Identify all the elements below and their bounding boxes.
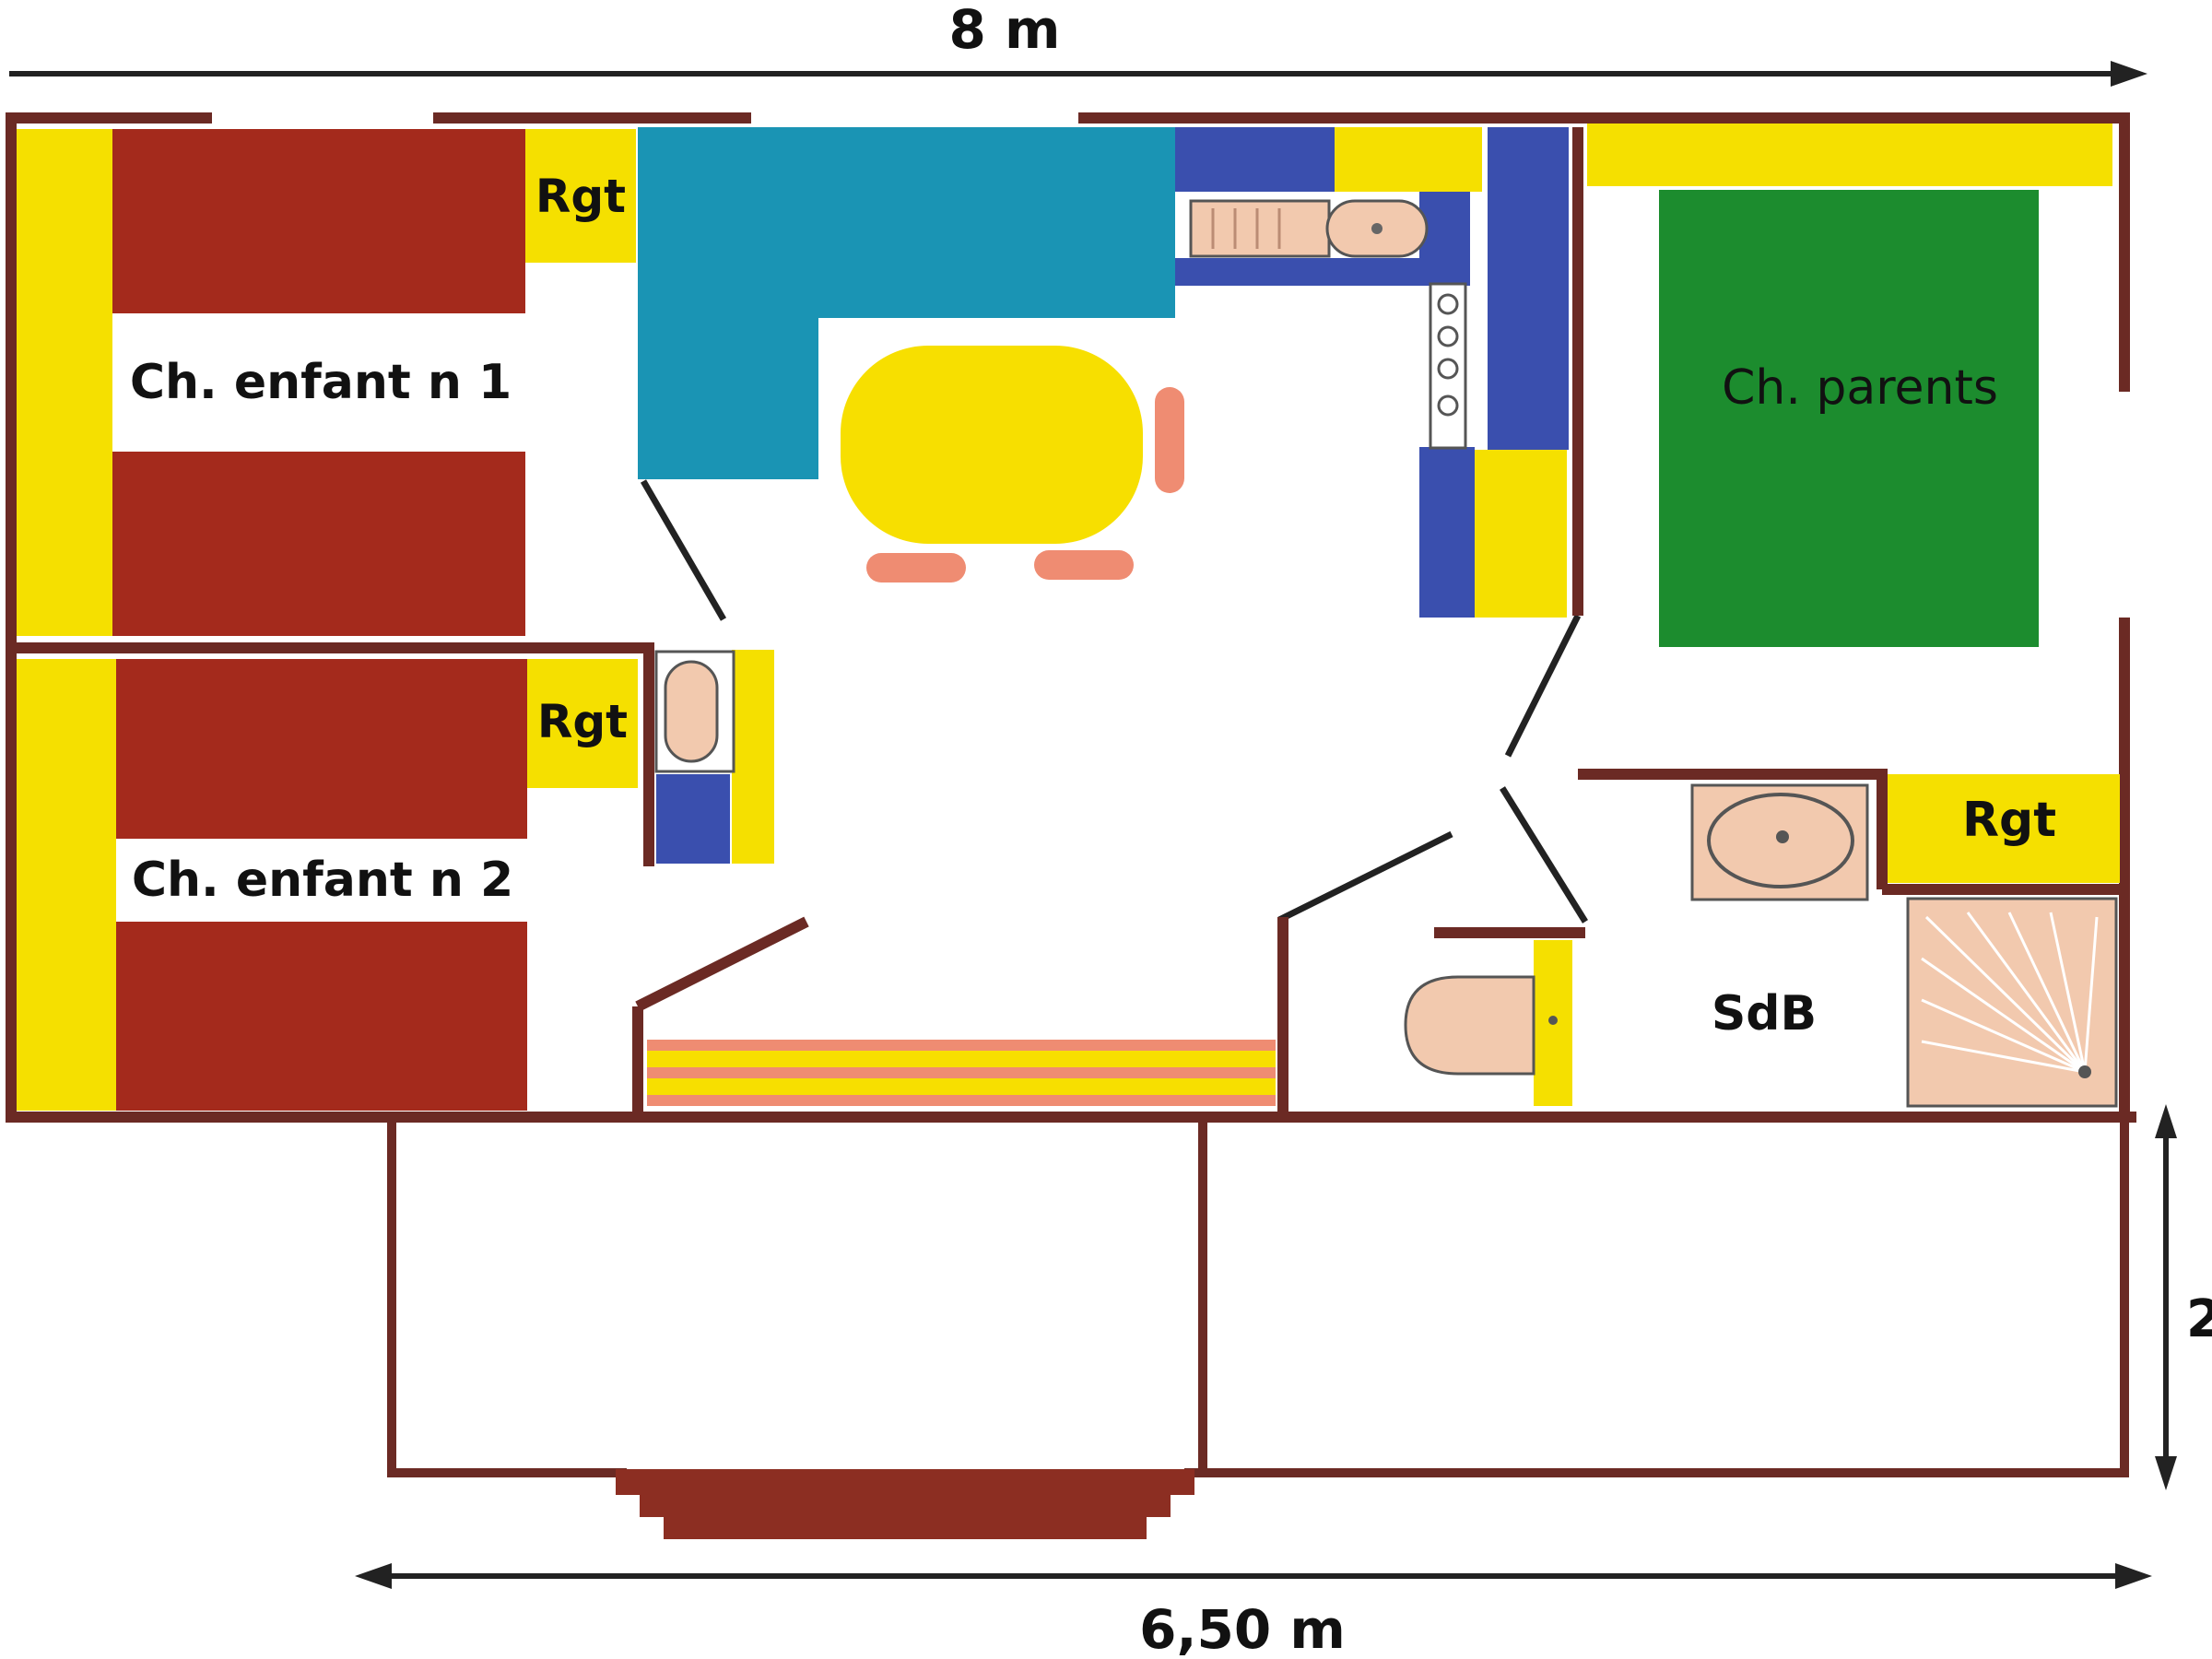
storage-strip [17,129,112,636]
appliance-column [1419,447,1475,618]
storage-label: Rgt [535,170,626,223]
child-room-2: Rgt Ch. enfant n 2 [17,659,638,1111]
child-room-1: Rgt Ch. enfant n 1 [17,129,636,636]
room-label-child-2: Ch. enfant n 2 [132,853,513,908]
door-lines [640,479,1588,924]
top-dimension-label: 8 m [949,0,1061,61]
outer-walls [6,112,2136,1123]
chair [1155,387,1184,493]
storage-cabinet [1888,774,2120,883]
bed [112,452,525,636]
chair [866,553,966,582]
storage-cabinet [527,659,638,788]
bathroom: Rgt SdB [1404,774,2120,1108]
appliance-column [1488,127,1569,450]
side-dimension-label: 2 [2186,1289,2212,1349]
kitchen-counter [638,127,1175,479]
side-dimension: 2 [2155,1104,2212,1490]
top-dimension: 8 m [9,0,2147,87]
bed [112,129,525,313]
storage-label: Rgt [537,695,628,748]
storage-cabinet [525,129,636,263]
entrance-steps [616,1469,1194,1539]
storage-strip [732,650,774,864]
toilet [1404,975,1535,1076]
room-label-bathroom: SdB [1712,986,1817,1041]
appliance [1175,127,1335,192]
dining-table-group [841,346,1184,582]
storage-strip [1335,127,1482,192]
parents-room: Ch. parents [1587,124,2112,647]
storage-strip [17,659,116,1111]
appliance [1419,192,1470,275]
bed [1659,190,2039,647]
terrace [387,1123,2129,1477]
chair [1034,550,1134,580]
room-label-parents: Ch. parents [1722,360,1998,416]
dining-table [841,346,1143,544]
storage-cabinet [1475,450,1567,618]
toilet-bowl [664,660,719,763]
bed [116,922,527,1111]
bed [116,659,527,839]
appliance [656,774,730,864]
storage-label: Rgt [1962,793,2056,848]
partition-walls [11,642,809,1117]
wc-unit [654,650,774,864]
storage-strip [1587,124,2112,186]
room-label-child-1: Ch. enfant n 1 [130,355,512,410]
interior-walls [1277,127,2120,1117]
bottom-dimension-label: 6,50 m [1139,1598,1346,1659]
kitchen-area [638,127,1569,618]
entrance-mat [647,1040,1276,1106]
bottom-dimension: 6,50 m [355,1563,2152,1659]
